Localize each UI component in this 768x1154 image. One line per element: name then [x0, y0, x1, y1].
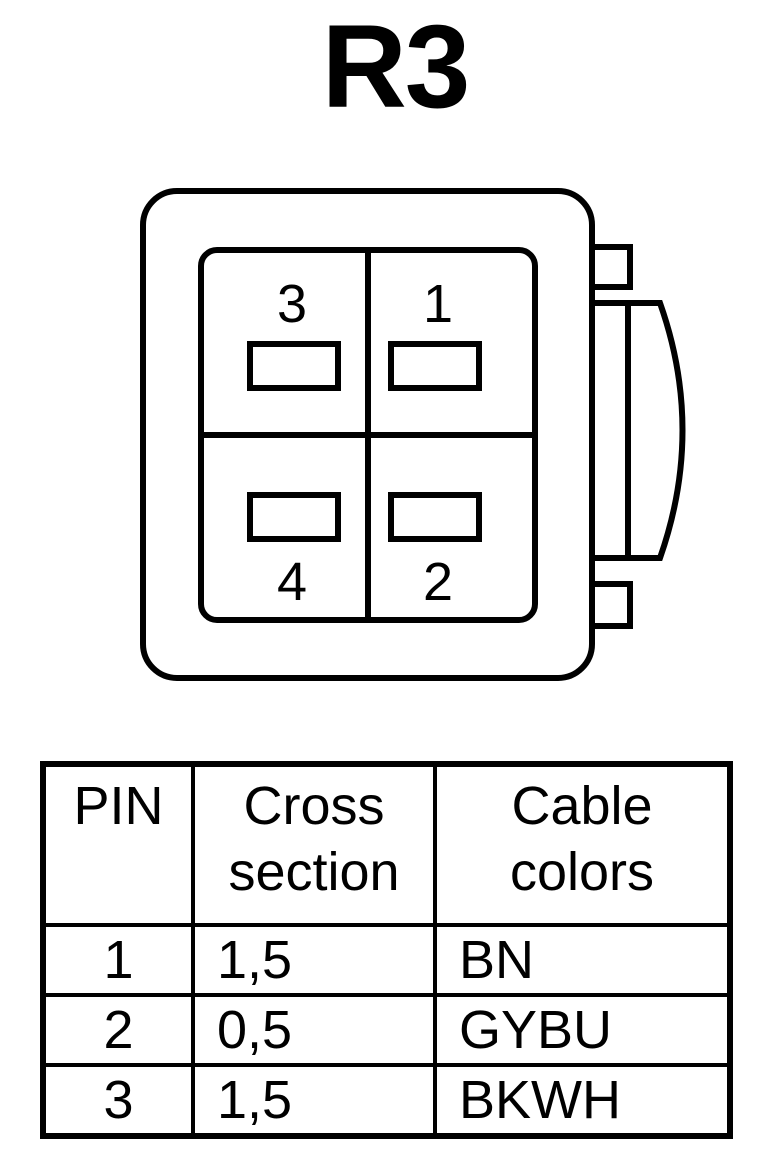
pin-label-2: 2: [423, 552, 453, 612]
header-pin: PIN: [41, 762, 195, 927]
pin-contact-3: [247, 341, 341, 391]
header-cross-line1: Cross: [243, 776, 385, 836]
table-row: 3 1,5 BKWH: [41, 1063, 732, 1138]
pin-assignment-table: PIN Cross section Cable colors 1 1,5 BN …: [40, 761, 733, 1139]
connector-housing: [140, 188, 595, 681]
header-pin-label: PIN: [73, 776, 164, 836]
header-color-line1: Cable: [511, 776, 653, 836]
pin-contact-2: [388, 492, 482, 542]
cell-color-value: BKWH: [459, 1070, 621, 1130]
cell-cross-section: 1,5: [191, 923, 437, 997]
pin-contact-1: [388, 341, 482, 391]
cell-pin: 3: [41, 1063, 195, 1138]
table-header-row: PIN Cross section Cable colors: [41, 762, 732, 927]
cell-cable-color: BKWH: [433, 1063, 732, 1138]
header-color-line2: colors: [509, 842, 655, 902]
cell-cross-value: 0,5: [217, 1000, 293, 1060]
header-cable-colors: Cable colors: [433, 762, 732, 927]
cell-cable-color: GYBU: [433, 993, 732, 1067]
latch: [592, 300, 686, 561]
upper-tab: [589, 244, 633, 290]
cell-pin: 1: [41, 923, 195, 997]
header-cross-line2: section: [228, 842, 400, 902]
lower-tab: [589, 581, 633, 629]
header-cross-section: Cross section: [191, 762, 437, 927]
cell-cross-section: 0,5: [191, 993, 437, 1067]
cell-color-value: GYBU: [459, 1000, 613, 1060]
cell-color-value: BN: [459, 930, 535, 990]
table-row: 2 0,5 GYBU: [41, 993, 732, 1067]
pin-label-1: 1: [423, 274, 453, 334]
pin-label-4: 4: [277, 552, 307, 612]
cell-cross-value: 1,5: [217, 1070, 293, 1130]
cell-cable-color: BN: [433, 923, 732, 997]
diagram-title: R3: [321, 1, 471, 133]
cell-pin: 2: [41, 993, 195, 1067]
connector-diagram: 3 1 4 2: [140, 188, 686, 681]
cell-cross-value: 1,5: [217, 930, 293, 990]
table-row: 1 1,5 BN: [41, 923, 732, 997]
pin-contact-4: [247, 492, 341, 542]
pin-label-3: 3: [277, 274, 307, 334]
cell-cross-section: 1,5: [191, 1063, 437, 1138]
